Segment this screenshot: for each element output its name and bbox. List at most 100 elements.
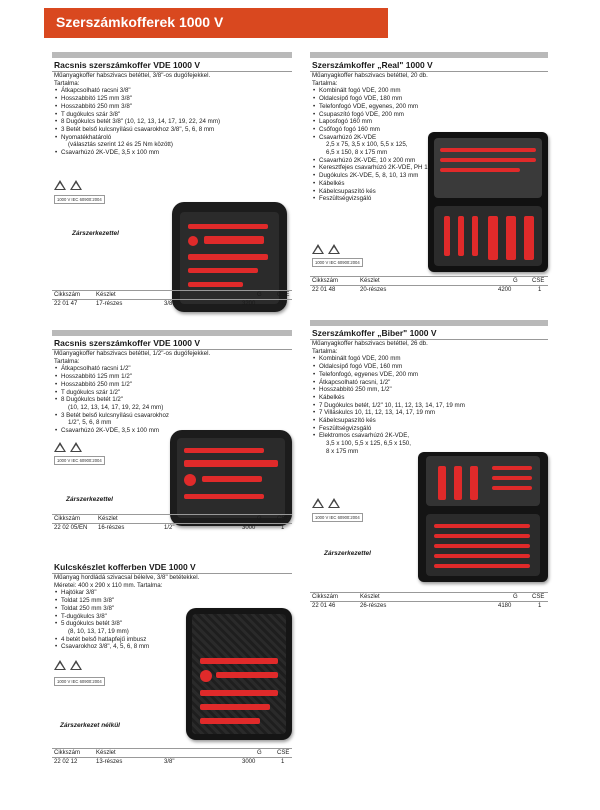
list-item: Csavarhúzó 2K-VDE, 10 x 200 mm: [312, 157, 548, 165]
list-item: Dugókulcs 2K-VDE, 5, 8, 10, 13 mm: [312, 172, 548, 180]
list-item: 8 x 175 mm: [326, 447, 359, 455]
product-title: Szerszámkoffer „Real" 1000 V: [310, 52, 548, 72]
list-item: Keresztfejes csavarhúzó 2K-VDE, PH 1: [312, 164, 548, 172]
col-g: G: [257, 516, 262, 522]
tool-case-image: [418, 452, 548, 582]
cell-code: 22 01 47: [54, 301, 78, 307]
table-row: 22 01 47 17-részes 3/8" 3200 1: [52, 300, 292, 308]
product-description: Műanyagkoffer habszivacs betéttel, 1/2"-…: [54, 350, 211, 357]
tool-item: [200, 658, 278, 664]
cell-set: 13-részes: [96, 759, 123, 765]
col-cse: CSE: [277, 292, 290, 298]
vde-triangle-icon: [312, 244, 324, 254]
tool-item: [440, 168, 520, 172]
col-code: Cikkszám: [54, 292, 81, 298]
cell-cse: 1: [281, 525, 285, 531]
col-cse: CSE: [532, 594, 545, 600]
col-set: Készlet: [360, 278, 380, 284]
product-title: Kulcskészlet kofferben VDE 1000 V: [52, 560, 292, 574]
cert-label: 1000 V IEC 60900:2004: [54, 677, 105, 686]
table-row: 22 01 48 20-részes 4200 1: [310, 286, 548, 294]
col-code: Cikkszám: [54, 750, 81, 756]
contents-label: Tartalma:: [54, 79, 80, 87]
list-item: T dugókulcs szár 3/8": [54, 111, 292, 119]
list-item: 1/2", 5, 6, 8 mm: [68, 419, 112, 427]
cell-g: 4200: [498, 287, 512, 293]
tool-item: [184, 494, 264, 499]
tool-item: [492, 476, 532, 480]
cell-code: 22 02 12: [54, 759, 78, 765]
list-item: 3 Betét belső kulcsnyílású csavarokhoz 3…: [54, 126, 292, 134]
tool-item: [188, 236, 198, 246]
product-title: Racsnis szerszámkoffer VDE 1000 V: [52, 52, 292, 72]
tool-item: [216, 672, 278, 678]
lock-feature-label: Zárszerkezettel: [72, 230, 119, 237]
gs-triangle-icon: [70, 442, 82, 452]
product-table: Cikkszám Készlet G CSE 22 01 48 20-része…: [310, 276, 548, 294]
list-item: Feszültségvizsgáló: [312, 425, 548, 433]
tool-item: [188, 224, 268, 229]
list-item: Csavarhúzó 2K-VDE: [312, 134, 548, 142]
lock-feature-label: Zárszerkezettel: [66, 496, 113, 503]
product-description: Műanyagkoffer habszivacs betéttel, 26 db…: [312, 340, 428, 347]
list-item: Oldalcsípő fogó VDE, 180 mm: [312, 95, 548, 103]
list-item: Kábelcsupaszító kés: [312, 417, 548, 425]
cert-icons: [312, 244, 340, 254]
tool-item: [524, 216, 534, 260]
product-card-key-set: Kulcskészlet kofferben VDE 1000 V Műanya…: [52, 560, 292, 770]
vde-triangle-icon: [54, 660, 66, 670]
cell-set: 17-részes: [96, 301, 123, 307]
cell-cse: 1: [538, 287, 542, 293]
list-item: Nyomatékhatároló: [54, 134, 292, 142]
list-item: (8, 10, 13, 17, 19 mm): [68, 627, 129, 635]
list-item: (10, 12, 13, 14, 17, 19, 22, 24 mm): [68, 403, 164, 411]
tool-item: [438, 466, 446, 500]
vde-triangle-icon: [312, 498, 324, 508]
product-table: Cikkszám Készlet G CSE 22 02 12 13-része…: [52, 748, 292, 766]
tool-item: [472, 216, 478, 256]
list-item: Hajtókar 3/8": [54, 589, 292, 597]
list-item: Oldalcsípő fogó VDE, 160 mm: [312, 363, 548, 371]
page-title: Szerszámkofferek 1000 V: [56, 14, 224, 30]
list-item: Kombinált fogó VDE, 200 mm: [312, 355, 548, 363]
tool-item: [434, 564, 530, 568]
tool-item: [200, 718, 260, 724]
tool-item: [188, 282, 243, 287]
product-table: Cikkszám Készlet G CSE 22 02 05/EN 16-ré…: [52, 514, 292, 532]
col-cse: CSE: [277, 516, 290, 522]
tool-item: [444, 216, 450, 256]
list-item: 2,5 x 75, 3,5 x 100, 5,5 x 125,: [326, 141, 408, 149]
cell-set: 20-részes: [360, 287, 387, 293]
product-table: Cikkszám Készlet G CSE 22 01 46 26-része…: [310, 592, 548, 610]
col-code: Cikkszám: [312, 594, 339, 600]
tool-item: [440, 148, 536, 152]
tool-item: [434, 544, 530, 548]
tool-item: [488, 216, 498, 260]
list-item: Telefonfogó VDE, egyenes, 200 mm: [312, 103, 548, 111]
col-g: G: [257, 750, 262, 756]
product-card-ratchet-3-8: Racsnis szerszámkoffer VDE 1000 V Műanya…: [52, 52, 292, 314]
cell-set: 26-részes: [360, 603, 387, 609]
cert-label: 1000 V IEC 60900:2004: [312, 258, 363, 267]
list-item: 7 Villáskulcs 10, 11, 12, 13, 14, 17, 19…: [312, 409, 548, 417]
gs-triangle-icon: [328, 498, 340, 508]
col-set: Készlet: [96, 292, 116, 298]
col-cse: CSE: [277, 750, 290, 756]
list-item: Csavarhúzó 2K-VDE, 3,5 x 100 mm: [54, 427, 292, 435]
list-item: Laposfogó 160 mm: [312, 118, 548, 126]
product-title: Racsnis szerszámkoffer VDE 1000 V: [52, 330, 292, 350]
tool-item: [434, 524, 530, 528]
list-item: 6,5 x 150, 8 x 175 mm: [326, 149, 388, 157]
tool-item: [454, 466, 462, 500]
lock-feature-label: Zárszerkezettel: [324, 550, 371, 557]
vde-triangle-icon: [54, 180, 66, 190]
tool-item: [434, 554, 530, 558]
list-item: Csupaszító fogó VDE, 200 mm: [312, 111, 548, 119]
list-item: Hosszabbító 125 mm 1/2": [54, 373, 292, 381]
list-item: Feszültségvizsgáló: [312, 195, 548, 203]
list-item: Telefonfogó, egyenes VDE, 200 mm: [312, 371, 548, 379]
cell-size: 3/8": [164, 301, 175, 307]
list-item: 8 Dugókulcs betét 1/2": [54, 396, 292, 404]
product-card-biber: Szerszámkoffer „Biber" 1000 V Műanyagkof…: [310, 320, 548, 612]
tool-item: [492, 466, 532, 470]
